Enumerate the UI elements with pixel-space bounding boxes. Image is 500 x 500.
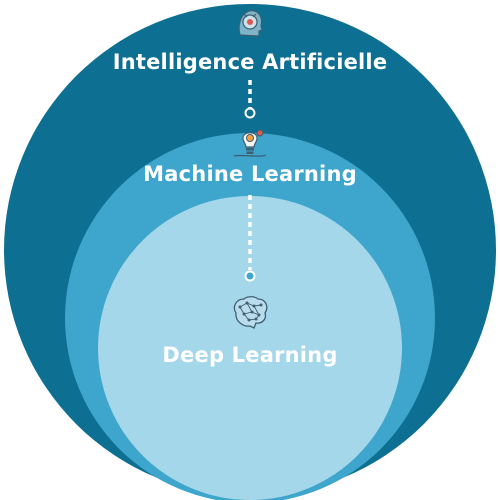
inner-circle-dl xyxy=(98,196,402,500)
label-deep-learning: Deep Learning xyxy=(162,343,338,367)
lightbulb-gears-icon xyxy=(233,129,267,157)
neural-brain-icon xyxy=(233,296,268,329)
label-machine-learning: Machine Learning xyxy=(143,162,357,186)
robot-head-icon xyxy=(238,10,263,37)
label-intelligence-artificielle: Intelligence Artificielle xyxy=(112,50,388,74)
connector-dot-ai-ml xyxy=(244,107,256,119)
connector-dot-ml-dl xyxy=(244,270,256,282)
